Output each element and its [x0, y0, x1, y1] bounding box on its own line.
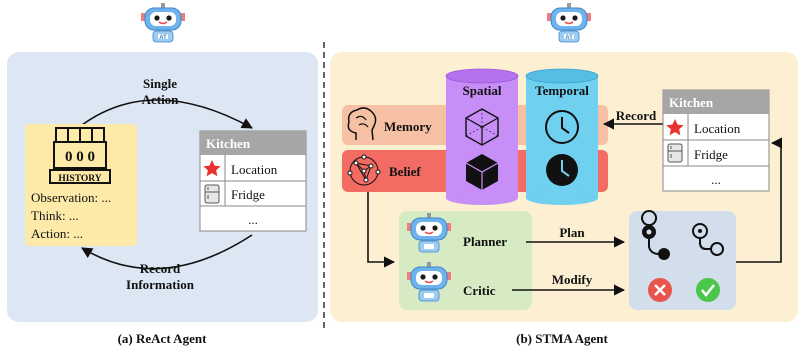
- clock-icon: [546, 154, 578, 186]
- kitchen-row-ellipsis: ...: [711, 172, 721, 187]
- history-icon: 0 0 0 HISTORY: [49, 127, 111, 184]
- brain-icon: [347, 107, 377, 141]
- temporal-label: Temporal: [535, 83, 589, 98]
- spatial-cylinder: Spatial: [445, 68, 519, 205]
- single-action-label: Single: [143, 76, 177, 91]
- history-line-action: Action: ...: [31, 226, 83, 241]
- react-agent-caption: (a) ReAct Agent: [118, 331, 207, 346]
- clock-icon: [545, 110, 579, 144]
- kitchen-header: [200, 131, 306, 155]
- network-icon: [347, 154, 381, 186]
- critic-label: Critic: [463, 283, 496, 298]
- robot-badge: AT: [159, 35, 167, 41]
- robot-icon: AT: [546, 2, 592, 43]
- kitchen-title: Kitchen: [206, 136, 251, 151]
- star-icon: [203, 160, 221, 177]
- fridge-icon: [204, 184, 220, 204]
- star-icon: [666, 119, 684, 136]
- history-counter: 0 0 0: [65, 149, 95, 165]
- single-action-label-2: Action: [142, 92, 180, 107]
- planner-label: Planner: [463, 234, 507, 249]
- kitchen-table-right: Kitchen Location Fridge ...: [662, 89, 770, 192]
- belief-label: Belief: [389, 164, 421, 179]
- spatial-label: Spatial: [462, 83, 501, 98]
- reject-icon: [648, 278, 672, 302]
- record-information-arrow: [81, 234, 253, 270]
- kitchen-header: [663, 90, 769, 114]
- history-line-think: Think: ...: [31, 208, 79, 223]
- route-icon: [641, 210, 670, 260]
- record-information-label-2: Information: [126, 277, 195, 292]
- kitchen-row-location: Location: [231, 162, 278, 177]
- react-agent-panel: AT Single Action Record Information 0 0 …: [7, 2, 318, 346]
- kitchen-row-location: Location: [694, 121, 741, 136]
- plan-label: Plan: [559, 225, 585, 240]
- history-line-observation: Observation: ...: [31, 190, 111, 205]
- history-banner: HISTORY: [58, 174, 101, 184]
- belief-to-agents-arrow: [367, 192, 396, 268]
- plans-to-kitchen-arrow: [736, 137, 783, 263]
- kitchen-row-fridge: Fridge: [694, 147, 728, 162]
- robot-badge: AT: [565, 35, 573, 41]
- plans-box: [629, 211, 736, 310]
- kitchen-row-fridge: Fridge: [231, 187, 265, 202]
- record-label: Record: [616, 108, 657, 123]
- fridge-icon: [667, 143, 683, 163]
- memory-label: Memory: [384, 119, 432, 134]
- single-action-arrow: [77, 99, 253, 129]
- kitchen-row-ellipsis: ...: [248, 212, 258, 227]
- stma-agent-caption: (b) STMA Agent: [516, 331, 608, 346]
- stma-agent-panel: AT Memory Belief Spatial: [330, 2, 798, 346]
- kitchen-title: Kitchen: [669, 95, 714, 110]
- temporal-cylinder: Temporal: [525, 68, 599, 205]
- route-icon: [692, 223, 724, 256]
- kitchen-table-left: Kitchen Location Fridge ...: [199, 130, 307, 232]
- modify-label: Modify: [552, 272, 593, 287]
- cube-icon: [465, 154, 499, 190]
- accept-icon: [696, 278, 720, 302]
- record-information-label: Record: [140, 261, 181, 276]
- robot-icon: AT: [140, 2, 186, 43]
